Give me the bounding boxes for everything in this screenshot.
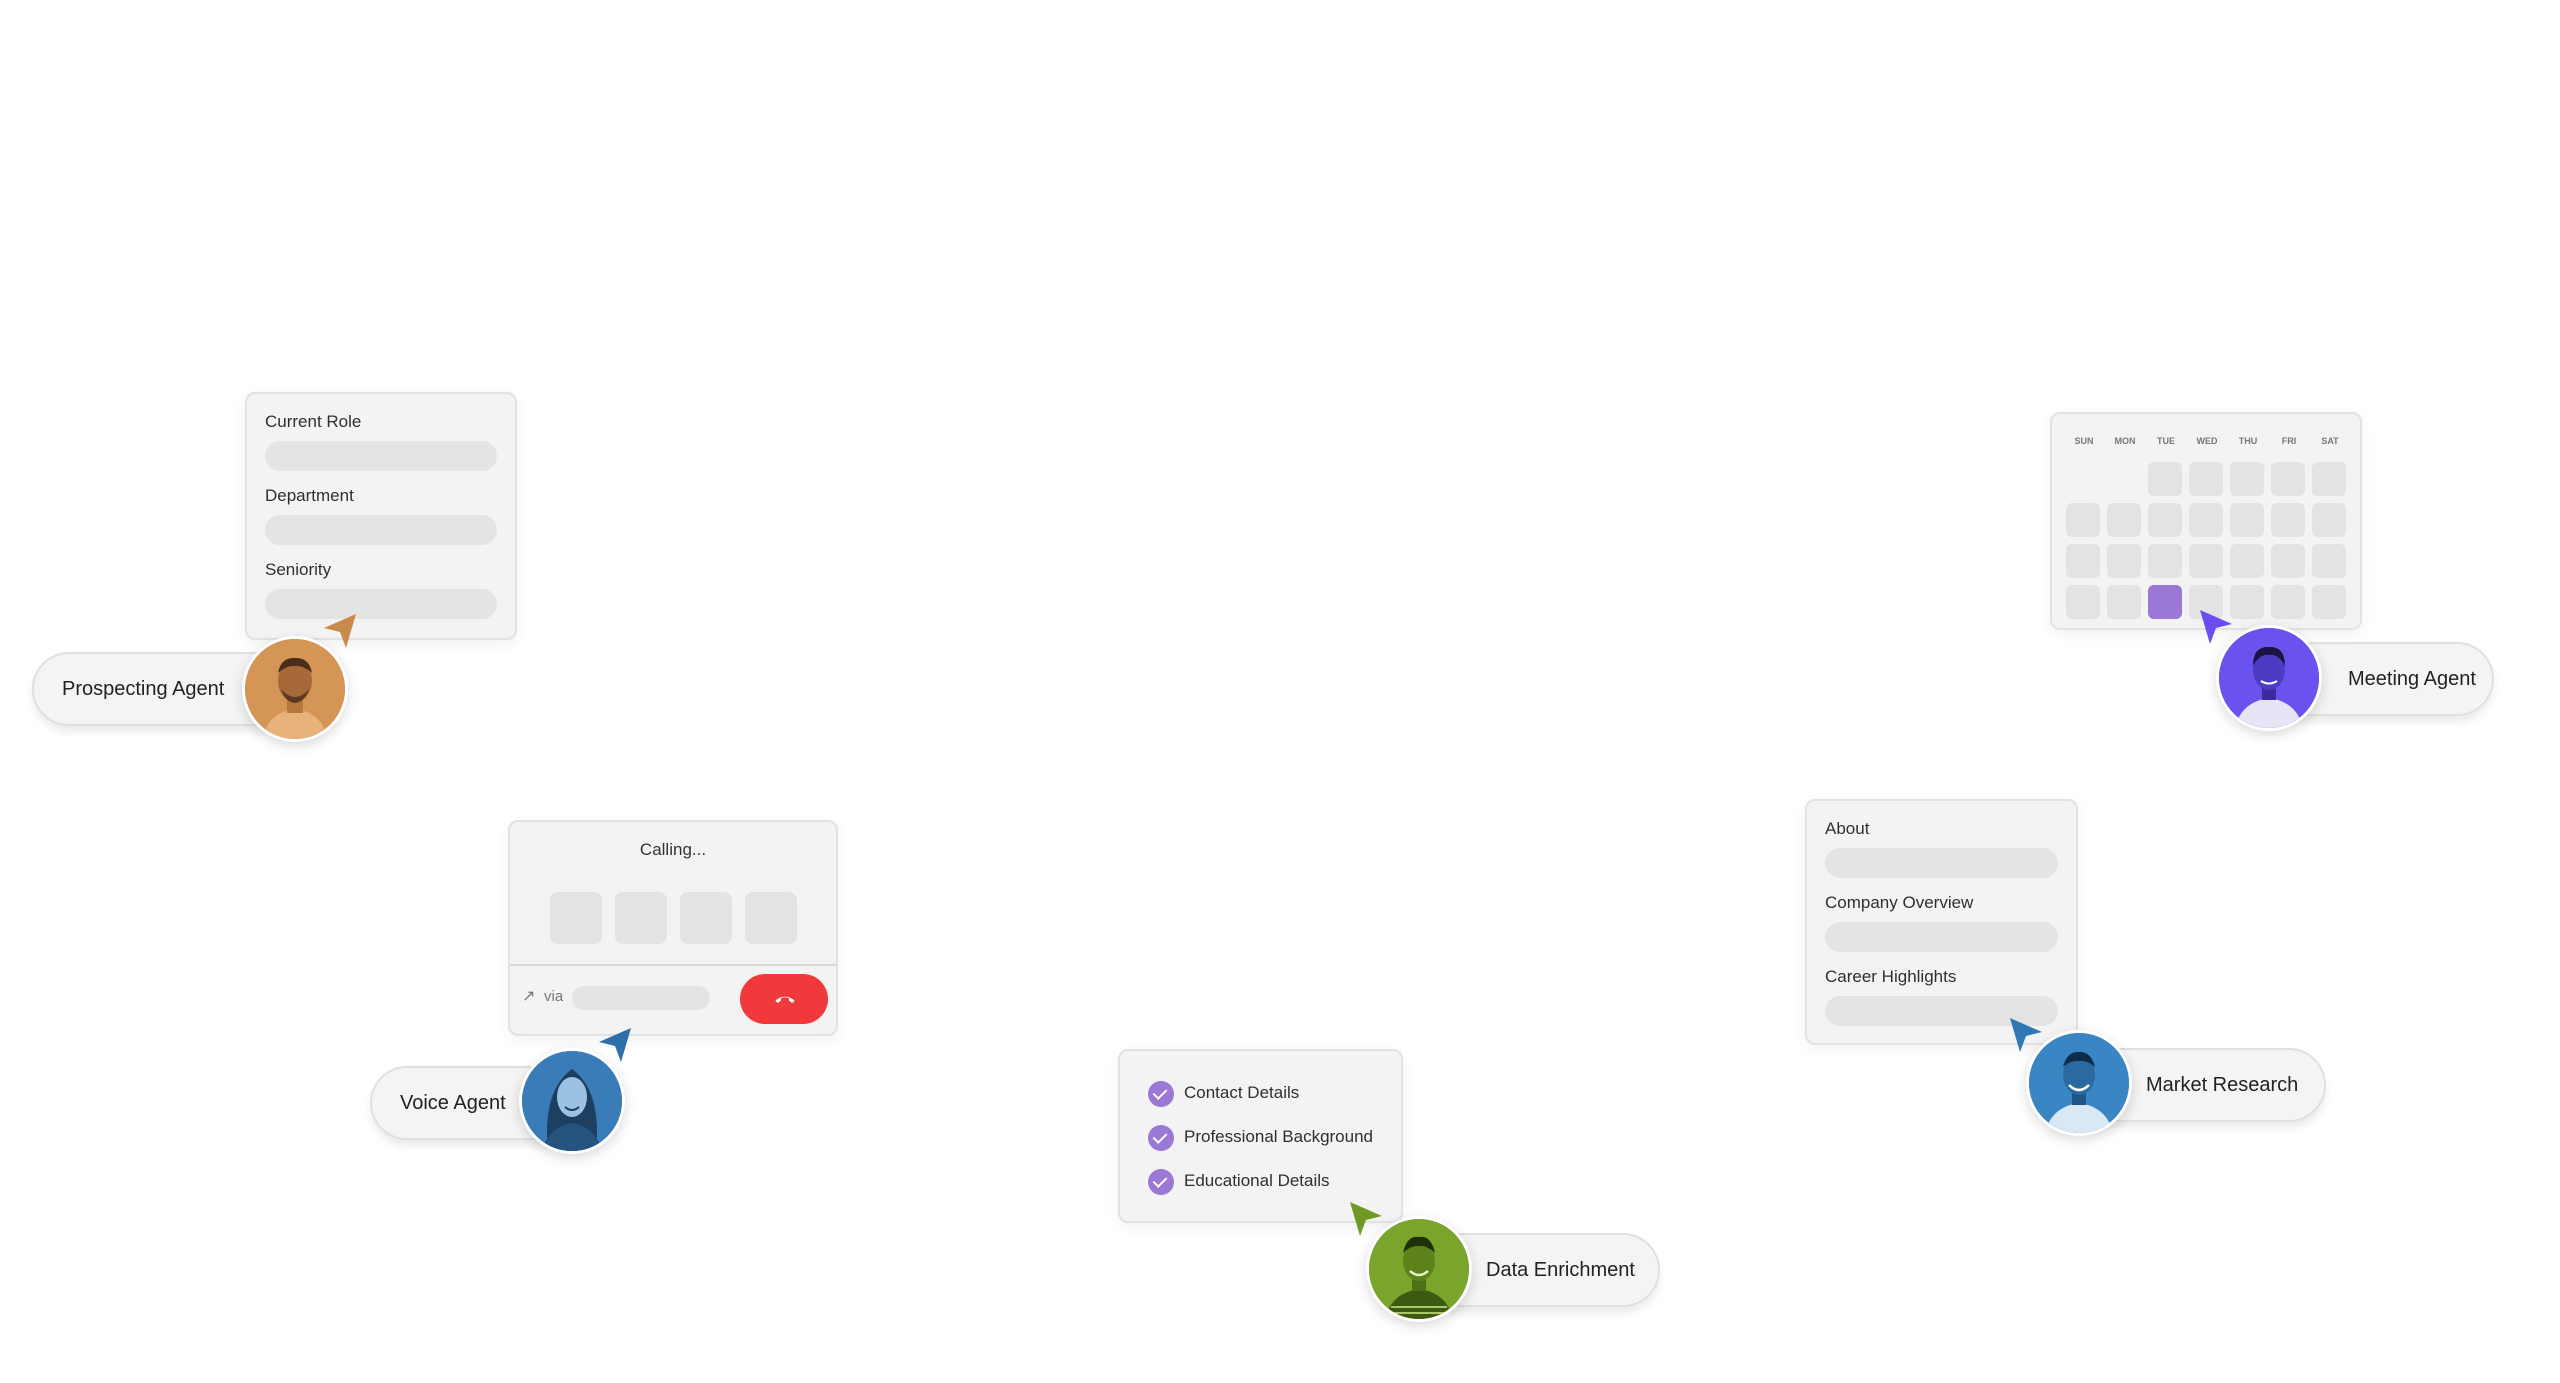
calendar-day-cell[interactable] [2189, 544, 2223, 578]
calendar-day-cell[interactable] [2230, 585, 2264, 619]
dial-key-3[interactable] [680, 892, 732, 944]
outgoing-arrow-icon: ↗ [522, 988, 536, 1005]
department-field [265, 515, 497, 545]
prospecting-cursor-icon [324, 614, 356, 648]
calendar-day-cell[interactable] [2066, 544, 2100, 578]
calendar-day-cell[interactable] [2312, 585, 2346, 619]
professional-background-label: Professional Background [1184, 1127, 1374, 1146]
calendar-day-cell[interactable] [2148, 462, 2182, 496]
calendar-day-cell[interactable] [2107, 585, 2141, 619]
market-research-label: Market Research [2146, 1074, 2299, 1096]
current-role-label: Current Role [265, 412, 362, 431]
current-role-field [265, 441, 497, 471]
calendar-day-selected[interactable] [2148, 585, 2182, 619]
meeting-agent-label: Meeting Agent [2348, 668, 2476, 690]
calendar-day-cell[interactable] [2271, 544, 2305, 578]
enrichment-cursor-icon [1350, 1202, 1382, 1236]
voice-agent-label: Voice Agent [400, 1092, 506, 1114]
weekday-tue: TUE [2157, 436, 2175, 446]
calendar-day-cell[interactable] [2230, 544, 2264, 578]
enrichment-card: Contact Details Professional Background … [1118, 1049, 1403, 1223]
seniority-label: Seniority [265, 560, 332, 579]
meeting-agent-avatar[interactable] [2216, 625, 2322, 731]
hang-up-icon [775, 996, 795, 1003]
professional-background-item: Professional Background [1148, 1123, 1373, 1151]
check-circle-icon [1148, 1080, 1174, 1107]
prospecting-agent-avatar[interactable] [242, 636, 348, 742]
calendar-day-cell[interactable] [2066, 503, 2100, 537]
market-research-avatar[interactable] [2026, 1030, 2132, 1136]
calendar-day-cell[interactable] [2230, 462, 2264, 496]
weekday-fri: FRI [2281, 436, 2297, 446]
career-highlights-label: Career Highlights [1825, 967, 1957, 986]
calendar-day-cell[interactable] [2066, 585, 2100, 619]
calendar-day-cell[interactable] [2271, 503, 2305, 537]
calling-status: Calling... [639, 840, 707, 859]
calling-divider [510, 964, 836, 966]
calendar-day-cell[interactable] [2189, 462, 2223, 496]
research-card: About Company Overview Career Highlights [1805, 799, 2078, 1045]
calendar-day-cell[interactable] [2230, 503, 2264, 537]
weekday-mon: MON [2114, 436, 2136, 446]
research-cursor-icon [2010, 1018, 2042, 1052]
calendar-day-cell[interactable] [2107, 544, 2141, 578]
calendar-day-cell[interactable] [2312, 544, 2346, 578]
company-overview-label: Company Overview [1825, 893, 1974, 912]
calendar-card: SUN MON TUE WED THU FRI SAT [2050, 412, 2362, 630]
calendar-day-cell[interactable] [2271, 462, 2305, 496]
data-enrichment-label: Data Enrichment [1486, 1259, 1635, 1281]
dial-key-1[interactable] [550, 892, 602, 944]
data-enrichment-avatar[interactable] [1366, 1216, 1472, 1322]
prospecting-agent-label: Prospecting Agent [62, 678, 225, 700]
voice-agent-avatar[interactable] [519, 1048, 625, 1154]
educational-details-item: Educational Details [1148, 1167, 1330, 1195]
contact-details-label: Contact Details [1184, 1083, 1300, 1102]
dial-key-2[interactable] [615, 892, 667, 944]
via-number-field [572, 986, 710, 1010]
seniority-field [265, 589, 497, 619]
check-circle-icon [1148, 1124, 1174, 1151]
voice-cursor-icon [599, 1028, 631, 1062]
calendar-day-cell[interactable] [2271, 585, 2305, 619]
calling-card: Calling... ↗ via [508, 820, 838, 1036]
career-highlights-field [1825, 996, 2058, 1026]
contact-details-item: Contact Details [1148, 1079, 1299, 1107]
meeting-cursor-icon [2200, 610, 2232, 644]
calendar-day-cell[interactable] [2148, 503, 2182, 537]
calendar-day-cell[interactable] [2189, 503, 2223, 537]
weekday-sun: SUN [2074, 436, 2094, 446]
weekday-sat: SAT [2321, 436, 2339, 446]
dial-key-4[interactable] [745, 892, 797, 944]
calendar-day-cell[interactable] [2107, 503, 2141, 537]
weekday-thu: THU [2238, 436, 2258, 446]
prospecting-card: Current Role Department Seniority [245, 392, 517, 640]
weekday-wed: WED [2196, 436, 2218, 446]
about-field [1825, 848, 2058, 878]
calendar-day-cell[interactable] [2312, 462, 2346, 496]
calendar-day-cell[interactable] [2312, 503, 2346, 537]
department-label: Department [265, 486, 354, 505]
educational-details-label: Educational Details [1184, 1171, 1330, 1190]
end-call-button[interactable] [740, 974, 828, 1024]
check-circle-icon [1148, 1168, 1174, 1195]
via-label: via [544, 988, 564, 1005]
company-overview-field [1825, 922, 2058, 952]
about-label: About [1825, 819, 1870, 838]
calendar-day-cell[interactable] [2148, 544, 2182, 578]
